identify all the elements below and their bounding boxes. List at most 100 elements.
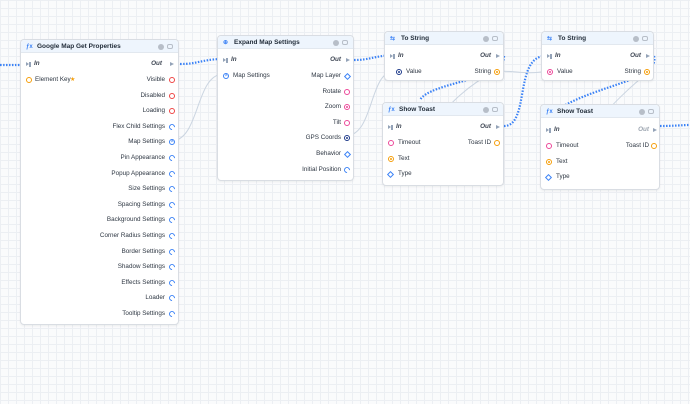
output-pin[interactable] xyxy=(644,69,650,75)
info-icon[interactable] xyxy=(483,106,489,113)
output-row: Tilt xyxy=(218,118,355,128)
node-google-map-get-properties[interactable]: ƒx Google Map Get Properties In Out Elem… xyxy=(20,39,179,325)
flow-in-label: In xyxy=(396,123,402,130)
node-header[interactable]: ⊕ Expand Map Settings xyxy=(218,36,353,49)
output-row: Tooltip Settings xyxy=(21,309,180,319)
flow-out-icon[interactable] xyxy=(170,61,174,66)
node-title: To String xyxy=(401,35,430,42)
output-pin[interactable] xyxy=(167,153,177,163)
output-pin[interactable] xyxy=(343,150,352,158)
flow-out-label: Out xyxy=(630,52,641,59)
input-pin[interactable] xyxy=(396,69,402,75)
node-header[interactable]: ƒx Show Toast xyxy=(541,105,659,118)
type-pin[interactable] xyxy=(544,173,553,181)
flow-out-icon[interactable] xyxy=(496,53,500,58)
node-header[interactable]: ƒx Show Toast xyxy=(383,103,503,116)
info-icon[interactable] xyxy=(483,35,489,42)
flow-out-icon[interactable] xyxy=(496,124,500,129)
output-pin[interactable] xyxy=(343,72,352,80)
info-icon[interactable] xyxy=(633,35,639,42)
output-pin[interactable] xyxy=(167,278,177,288)
output-label: String xyxy=(624,68,641,75)
output-pin[interactable] xyxy=(169,108,175,115)
input-pin[interactable] xyxy=(223,72,229,80)
flow-in-icon[interactable] xyxy=(547,53,553,59)
output-label: Spacing Settings xyxy=(117,200,165,208)
node-show-toast-2[interactable]: ƒx Show Toast In Out Timeout Toast ID Te… xyxy=(540,104,660,190)
timeout-pin[interactable] xyxy=(546,143,552,149)
info-icon[interactable] xyxy=(333,39,339,46)
output-row: Initial Position xyxy=(218,165,355,175)
output-label: Disabled xyxy=(140,91,165,99)
text-pin[interactable] xyxy=(388,156,394,162)
node-to-string-2[interactable]: ⇆ To String In Out Value String xyxy=(541,31,654,81)
node-to-string-1[interactable]: ⇆ To String In Out Value String xyxy=(384,31,504,81)
input-label: Timeout xyxy=(556,142,579,149)
output-label: Tilt xyxy=(332,118,341,126)
comment-icon[interactable] xyxy=(492,107,498,112)
node-title: Show Toast xyxy=(399,106,435,113)
input-pin[interactable] xyxy=(547,69,553,75)
output-pin[interactable] xyxy=(344,88,350,95)
flow-out-icon[interactable] xyxy=(653,127,657,132)
text-pin[interactable] xyxy=(546,159,552,165)
comment-icon[interactable] xyxy=(167,44,173,49)
comment-icon[interactable] xyxy=(642,36,648,41)
output-pin[interactable] xyxy=(169,138,175,146)
flow-out-icon[interactable] xyxy=(346,57,350,62)
flow-in-label: In xyxy=(34,60,40,67)
output-pin[interactable] xyxy=(169,92,175,99)
node-header[interactable]: ⇆ To String xyxy=(542,32,653,45)
output-pin[interactable] xyxy=(167,169,177,178)
output-label: Flex Child Settings xyxy=(112,122,166,130)
info-icon[interactable] xyxy=(158,43,164,50)
output-row: Flex Child Settings xyxy=(21,122,180,132)
flow-in-icon[interactable] xyxy=(26,61,32,67)
output-label: Corner Radius Settings xyxy=(99,232,165,239)
output-pin[interactable] xyxy=(167,294,177,303)
flow-in-icon[interactable] xyxy=(390,53,396,59)
output-pin[interactable] xyxy=(344,119,350,126)
output-pin[interactable] xyxy=(167,184,177,194)
output-pin[interactable] xyxy=(167,200,177,210)
output-pin[interactable] xyxy=(344,135,350,142)
flow-in-icon[interactable] xyxy=(223,57,229,63)
output-pin[interactable] xyxy=(167,231,177,241)
output-row: Background Settings xyxy=(21,215,180,225)
required-star-icon: ★ xyxy=(70,77,76,83)
flow-in-icon[interactable] xyxy=(388,124,394,130)
output-label: Background Settings xyxy=(106,216,165,224)
toast-id-pin[interactable] xyxy=(651,143,657,149)
output-label: Map Settings xyxy=(128,138,165,146)
output-pin[interactable] xyxy=(167,122,177,132)
timeout-pin[interactable] xyxy=(388,140,394,146)
node-header[interactable]: ⇆ To String xyxy=(385,32,503,45)
output-pin[interactable] xyxy=(167,216,177,225)
input-label: Value xyxy=(406,68,422,75)
node-show-toast-1[interactable]: ƒx Show Toast In Out Timeout Toast ID Te… xyxy=(382,102,504,186)
node-header[interactable]: ƒx Google Map Get Properties xyxy=(21,40,178,53)
output-pin[interactable] xyxy=(169,77,175,83)
toast-id-pin[interactable] xyxy=(494,140,500,146)
comment-icon[interactable] xyxy=(492,36,498,41)
output-pin[interactable] xyxy=(342,165,352,174)
info-icon[interactable] xyxy=(639,108,645,115)
flow-out-icon[interactable] xyxy=(646,53,650,58)
output-row: Map Settings xyxy=(21,137,180,147)
comment-icon[interactable] xyxy=(648,109,654,114)
output-label: Map Layer xyxy=(311,72,341,79)
output-pin[interactable] xyxy=(344,104,350,111)
node-title: To String xyxy=(558,35,587,42)
output-pin[interactable] xyxy=(167,309,177,319)
output-pin[interactable] xyxy=(494,69,500,75)
type-pin[interactable] xyxy=(386,170,395,178)
comment-icon[interactable] xyxy=(342,40,348,45)
flow-out-label: Out xyxy=(151,60,162,67)
output-row: Visible xyxy=(21,75,180,85)
input-pin[interactable] xyxy=(26,77,32,83)
flow-in-icon[interactable] xyxy=(546,127,552,133)
output-pin[interactable] xyxy=(167,247,177,256)
output-pin[interactable] xyxy=(167,262,177,272)
node-expand-map-settings[interactable]: ⊕ Expand Map Settings In Out Map Setting… xyxy=(217,35,354,181)
